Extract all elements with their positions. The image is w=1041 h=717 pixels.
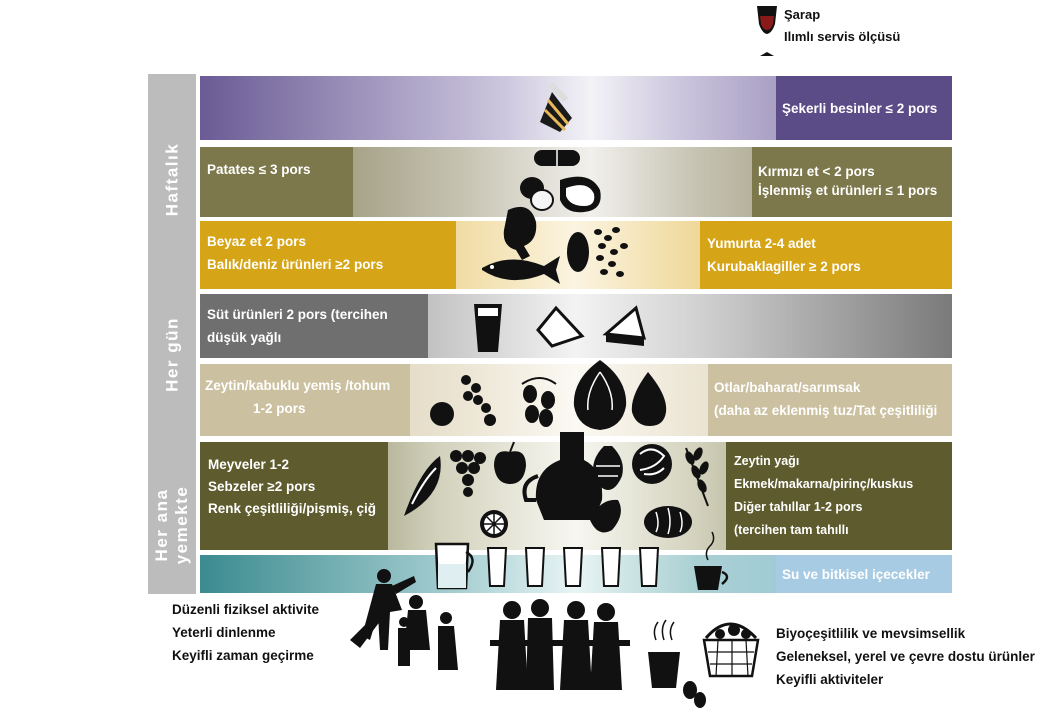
other-grains-label: Diğer tahıllar 1-2 pors bbox=[734, 500, 863, 514]
red-meat-label: Kırmızı et < 2 pors bbox=[758, 164, 875, 179]
yogurt-cup-icon bbox=[474, 304, 502, 352]
nuts-icon bbox=[430, 375, 496, 426]
row-fruits-box bbox=[200, 442, 388, 550]
dairy-label-line1: Süt ürünleri 2 pors (tercihen bbox=[207, 307, 388, 322]
wheat-icon bbox=[685, 447, 709, 507]
lifestyle-enjoy: Keyifli zaman geçirme bbox=[172, 648, 314, 663]
orange-slice-icon bbox=[480, 510, 508, 538]
artichoke-icon bbox=[593, 446, 623, 490]
sustainability-activities: Keyifli aktiviteler bbox=[776, 672, 884, 687]
water-label: Su ve bitkisel içecekler bbox=[782, 567, 930, 582]
row-dairy-box bbox=[200, 294, 428, 358]
cooking-pot-icon bbox=[648, 619, 680, 688]
fruits-label: Meyveler 1-2 bbox=[208, 457, 290, 472]
water-jug-icon bbox=[434, 542, 474, 590]
cabbage-icon bbox=[632, 444, 672, 484]
olives-nuts-label-line1: Zeytin/kabuklu yemiş /tohum bbox=[205, 378, 391, 393]
herbs-label-line1: Otlar/baharat/sarımsak bbox=[714, 380, 861, 395]
legend-wine: Şarap bbox=[784, 7, 821, 22]
sweets-label: Şekerli besinler ≤ 2 pors bbox=[782, 101, 938, 116]
herbs-label-line2: (daha az eklenmiş tuz/Tat çeşitliliği bbox=[714, 403, 938, 418]
bread-icon bbox=[644, 506, 692, 538]
apple-icon bbox=[494, 441, 526, 484]
olive-oil-label: Zeytin yağı bbox=[734, 454, 800, 468]
row-sweets-label-box bbox=[776, 76, 952, 140]
fish-seafood-label: Balık/deniz ürünleri ≥2 pors bbox=[207, 257, 384, 272]
bread-pasta-label: Ekmek/makarna/pirinç/kuskus bbox=[734, 477, 914, 491]
row-herbs-box bbox=[708, 364, 952, 436]
row-potato-box bbox=[200, 147, 353, 217]
color-variety-label: Renk çeşitliliği/pişmiş, çiğ bbox=[208, 501, 377, 516]
olives-icon bbox=[521, 377, 557, 427]
onion-icon bbox=[573, 360, 627, 430]
sustainability-biodiversity: Biyoçeşitlilik ve mevsimsellik bbox=[776, 626, 966, 641]
egg-icon bbox=[567, 232, 589, 272]
watermelon-icon bbox=[404, 456, 441, 516]
row-meat-box bbox=[752, 147, 952, 217]
whole-grain-label: (tercihen tam tahıllı bbox=[734, 523, 849, 537]
processed-meat-label: İşlenmiş et ürünleri ≤ 1 pors bbox=[758, 183, 938, 198]
side-column bbox=[148, 74, 196, 594]
olive-oil-jug-icon bbox=[522, 432, 603, 520]
row-water-box bbox=[776, 555, 952, 593]
olives-nuts-label-line2: 1-2 pors bbox=[253, 401, 306, 416]
sustainability-local-products: Geleneksel, yerel ve çevre dostu ürünler bbox=[776, 649, 1035, 664]
cake-icon bbox=[540, 81, 572, 132]
row-grains-box bbox=[726, 442, 952, 550]
legumes-icon bbox=[594, 227, 628, 277]
active-people-icon bbox=[350, 569, 458, 670]
potatoes-icon bbox=[520, 177, 554, 211]
row-fish-box bbox=[200, 221, 456, 289]
chicken-leg-icon bbox=[503, 206, 537, 260]
basket-icon bbox=[702, 622, 760, 678]
fish-icon bbox=[482, 256, 560, 284]
grapes-icon bbox=[450, 450, 486, 497]
cheese-icon bbox=[536, 305, 647, 348]
row-olives-box bbox=[200, 364, 410, 436]
vegetables-pile-icon bbox=[683, 681, 706, 708]
tea-cup-icon bbox=[694, 531, 729, 590]
legumes-label: Kurubaklagiller ≥ 2 pors bbox=[707, 259, 861, 274]
row-eggs-box bbox=[700, 221, 952, 289]
lifestyle-activity: Düzenli fiziksel aktivite bbox=[172, 602, 320, 617]
vegetables-label: Sebzeler ≥2 pors bbox=[208, 479, 316, 494]
dairy-label-line2: düşük yağlı bbox=[207, 330, 282, 345]
lifestyle-rest: Yeterli dinlenme bbox=[172, 625, 276, 640]
leafy-greens-icon bbox=[590, 499, 621, 533]
potato-label: Patates ≤ 3 pors bbox=[207, 162, 311, 177]
sausage-icon bbox=[534, 150, 580, 166]
steak-icon bbox=[560, 176, 601, 213]
legend-moderate-serving: Ilımlı servis ölçüsü bbox=[784, 29, 901, 44]
garlic-icon bbox=[631, 372, 667, 426]
family-table-icon bbox=[490, 599, 630, 690]
eggs-label: Yumurta 2-4 adet bbox=[707, 236, 816, 251]
water-glasses-icon bbox=[486, 547, 660, 587]
white-meat-label: Beyaz et 2 pors bbox=[207, 234, 307, 249]
